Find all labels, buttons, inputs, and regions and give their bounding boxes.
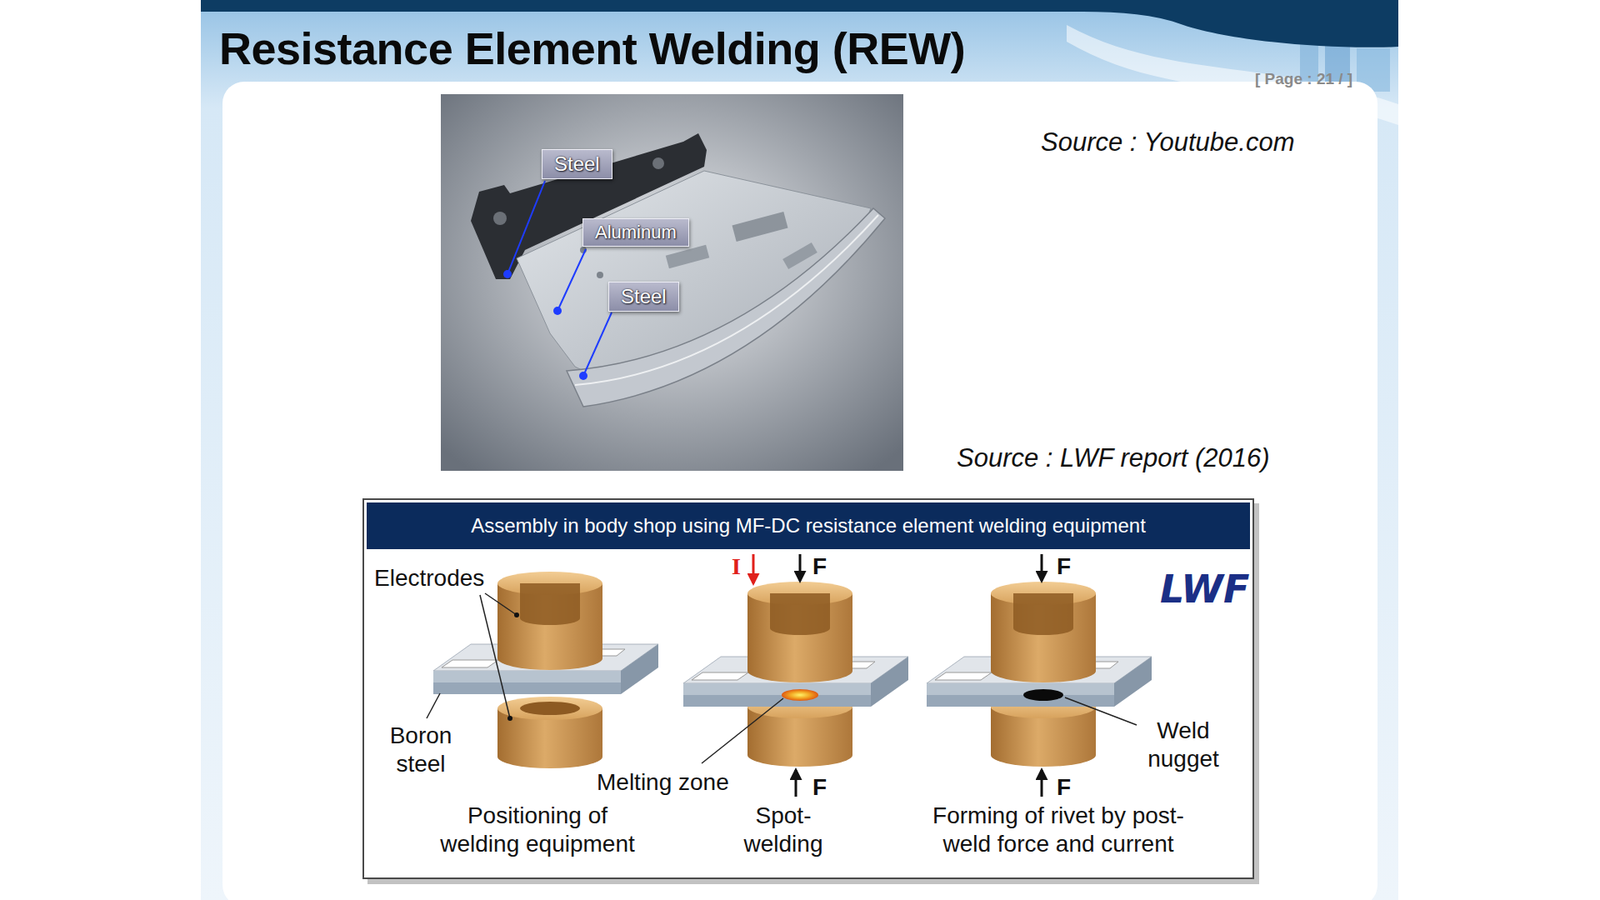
force-arrow: [1040, 770, 1044, 797]
electrode-recess: [520, 583, 580, 625]
slide-title: Resistance Element Welding (REW): [219, 21, 965, 76]
part-label: Electrodes: [374, 564, 485, 593]
leader-dot: [553, 306, 562, 315]
panel-hole: [493, 211, 507, 225]
content-panel: [222, 81, 1378, 900]
leader-line: [485, 593, 517, 615]
material-tag: Steel: [608, 281, 680, 312]
upper-electrode: [990, 593, 1096, 683]
force-symbol: F: [1056, 552, 1071, 581]
plate-hole: [596, 271, 604, 279]
rivet-element: [935, 672, 992, 680]
sheet-side: [620, 644, 659, 695]
part-label: Boron steel: [379, 721, 463, 778]
electrode-recess: [770, 593, 830, 635]
part-label: Weld nugget: [1140, 716, 1227, 773]
plate-slot: [782, 242, 818, 270]
leader-dot: [514, 612, 520, 618]
sheet-front: [683, 683, 871, 695]
plate-slot: [665, 245, 710, 269]
material-tag: Steel: [541, 149, 613, 180]
force-symbol: F: [812, 773, 827, 802]
steel-front-rail: [566, 208, 885, 407]
sheet-front: [433, 670, 621, 683]
step-caption: Forming of rivet by post- weld force and…: [911, 801, 1205, 858]
force-arrow: [795, 770, 798, 797]
stage-positioning: [433, 571, 659, 769]
sheet-front: [433, 682, 621, 695]
page-number: [ Page : 21 / ]: [1255, 70, 1353, 90]
source-note: Source : LWF report (2016): [956, 442, 1270, 474]
weld-nugget: [1023, 689, 1064, 701]
panel-background: [362, 498, 1255, 880]
step-caption: Positioning of welding equipment: [425, 801, 650, 858]
rail-highlight: [575, 215, 879, 385]
panel-hole: [652, 157, 665, 170]
electrode-face: [497, 696, 603, 720]
tag-label: Aluminum: [595, 220, 677, 245]
leader-line: [557, 249, 586, 311]
step-caption: Spot- welding: [729, 801, 838, 858]
upper-electrode: [497, 583, 603, 670]
sheet-side: [1114, 656, 1152, 707]
electrode-recess: [1013, 593, 1074, 635]
plate-slot: [732, 211, 789, 242]
leader-dot: [503, 270, 512, 279]
sheet-side: [870, 656, 909, 707]
part-label: Melting zone: [596, 768, 730, 797]
rivet-element: [441, 660, 499, 668]
tag-label: Steel: [554, 151, 600, 177]
current-arrow: [752, 554, 755, 584]
force-arrow: [799, 554, 802, 581]
leader-dot: [507, 715, 513, 721]
melting-zone: [781, 689, 819, 701]
stage-spot-welding: [683, 581, 909, 767]
force-symbol: F: [812, 552, 827, 581]
leader-dot: [579, 371, 588, 380]
leader-line: [701, 698, 784, 764]
photo-background: [440, 94, 904, 471]
force-arrow: [1040, 554, 1044, 581]
sheet-front: [683, 695, 871, 707]
leader-line: [1065, 697, 1137, 725]
source-note: Source : Youtube.com: [1040, 126, 1295, 158]
sheet-front: [926, 683, 1115, 695]
leader-line: [583, 312, 612, 376]
panel-heading: Assembly in body shop using MF-DC resist…: [366, 502, 1250, 550]
upper-electrode: [747, 593, 853, 683]
material-tag: Aluminum: [582, 218, 690, 247]
force-symbol: F: [1056, 773, 1071, 802]
tag-label: Steel: [620, 284, 667, 310]
electrode-cup: [520, 701, 580, 715]
logo: LWF: [1160, 566, 1250, 613]
current-symbol: I: [731, 552, 741, 581]
leader-line: [426, 693, 440, 719]
stage-rivet-forming: [926, 581, 1152, 767]
leader-line: [507, 180, 545, 275]
rivet-element: [691, 672, 749, 680]
leader-line: [480, 595, 510, 719]
